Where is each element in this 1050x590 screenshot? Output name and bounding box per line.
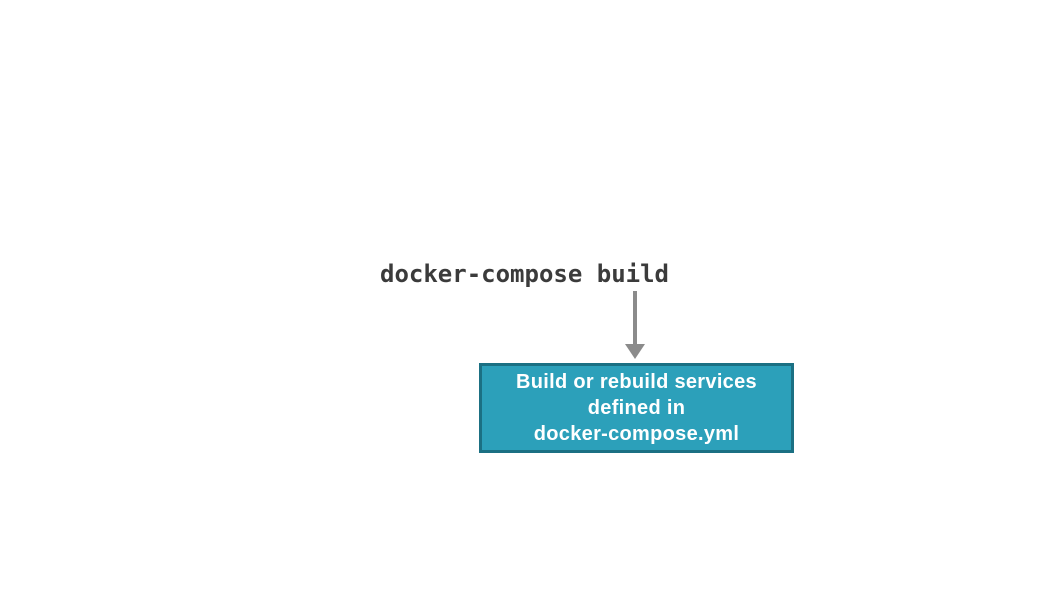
- description-box: Build or rebuild services defined in doc…: [479, 363, 794, 453]
- description-line-1: Build or rebuild services: [516, 371, 757, 393]
- description-line-3: docker-compose.yml: [533, 423, 740, 445]
- down-arrow-shaft: [633, 291, 637, 346]
- description-line-2: defined in: [587, 397, 686, 419]
- command-label: docker-compose build: [380, 260, 669, 288]
- down-arrow-head: [625, 344, 645, 359]
